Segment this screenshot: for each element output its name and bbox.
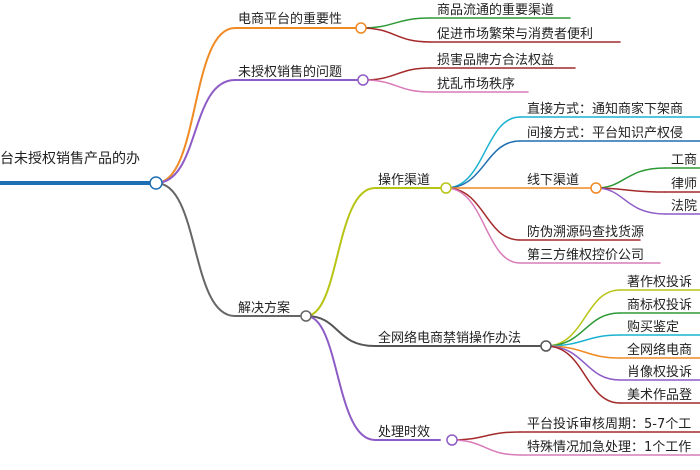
channel-direct: 直接方式：通知商家下架商 <box>527 101 683 117</box>
connector-importance <box>155 27 236 184</box>
network-child-2: 商标权投诉 <box>627 297 692 313</box>
network-child-6: 美术作品登 <box>627 388 692 403</box>
network-node-circle[interactable] <box>540 340 552 352</box>
network-child-4: 全网络电商 <box>627 342 692 358</box>
channels-label: 操作渠道 <box>378 172 430 188</box>
importance-node-circle[interactable] <box>355 22 367 34</box>
network-child-3: 购买鉴定 <box>627 319 679 335</box>
network-child-5: 肖像权投诉 <box>627 364 692 380</box>
channel-third-party: 第三方维权控价公司 <box>527 247 644 263</box>
offline-child-3: 法院 <box>671 199 697 214</box>
network-label: 全网络电商禁销操作办法 <box>378 330 521 346</box>
importance-label: 电商平台的重要性 <box>238 11 342 27</box>
channel-indirect: 间接方式：平台知识产权侵 <box>527 125 683 141</box>
timeliness-node-circle[interactable] <box>446 434 458 446</box>
channel-offline-label: 线下渠道 <box>527 173 579 188</box>
root-node-circle[interactable] <box>149 176 163 190</box>
problems-node-circle[interactable] <box>357 74 369 86</box>
timeliness-child-2: 特殊情况加急处理：1个工作 <box>527 440 691 455</box>
network-child-1: 著作权投诉 <box>627 274 692 290</box>
timeliness-child-1: 平台投诉审核周期：5-7个工 <box>527 416 691 432</box>
offline-node-circle[interactable] <box>590 182 602 194</box>
offline-child-1: 工商 <box>671 153 697 168</box>
problems-label: 未授权销售的问题 <box>238 64 342 80</box>
problems-child-1: 损害品牌方合法权益 <box>437 52 554 68</box>
solutions-label: 解决方案 <box>238 300 290 316</box>
problems-child-2: 扰乱市场秩序 <box>437 76 515 92</box>
connector-solutions <box>155 182 236 317</box>
solutions-node-circle[interactable] <box>300 310 312 322</box>
connector-problems <box>155 79 236 184</box>
root-label: 台未授权销售产品的办 <box>0 151 140 167</box>
timeliness-label: 处理时效 <box>378 425 430 440</box>
channel-trace: 防伪溯源码查找货源 <box>527 224 644 240</box>
channels-node-circle[interactable] <box>440 182 452 194</box>
importance-child-1: 商品流通的重要渠道 <box>437 2 554 18</box>
offline-child-2: 律师 <box>671 177 697 192</box>
importance-child-2: 促进市场繁荣与消费者便利 <box>437 26 593 42</box>
